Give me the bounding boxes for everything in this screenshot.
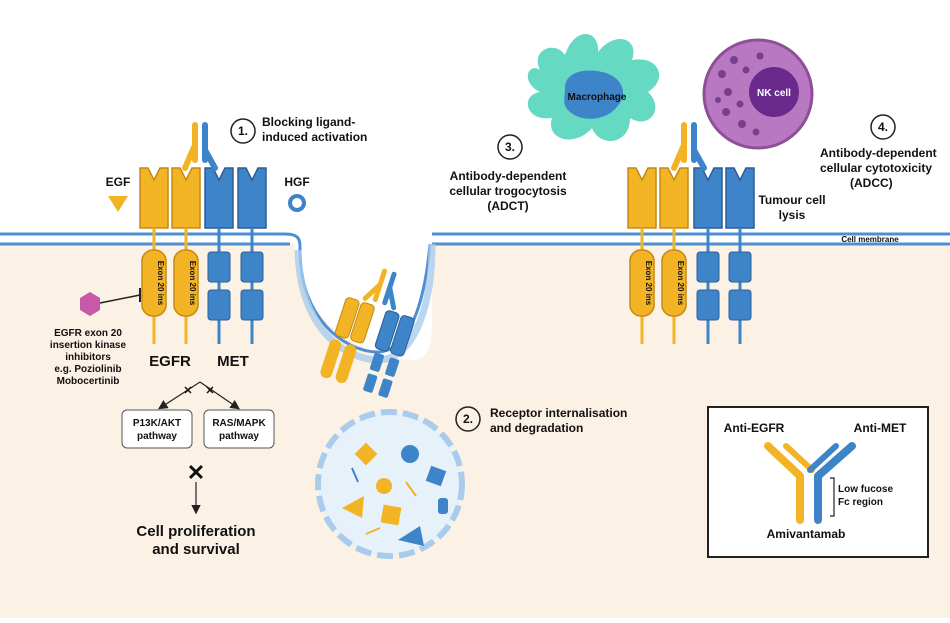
tumour-label-line1: Tumour cell: [758, 193, 825, 207]
legend-fc-line2: Fc region: [838, 497, 883, 508]
step1-label-line2: induced activation: [262, 130, 367, 144]
inhibitor-line4: e.g. Poziolinib: [54, 364, 121, 375]
legend-drug-name: Amivantamab: [767, 527, 846, 541]
met-receptor-left: [204, 167, 267, 344]
exon-label: Exon 20 ins: [156, 261, 165, 306]
step1-number: 1.: [238, 124, 248, 138]
nk-nucleus: [749, 67, 799, 117]
tumour-label-line2: lysis: [779, 208, 806, 222]
step4-number: 4.: [878, 120, 888, 134]
pathway-p2-line1: RAS/MAPK: [212, 418, 266, 429]
pathway-p2-line2: pathway: [219, 431, 259, 442]
egfr-receptor-left: [139, 167, 201, 344]
step3-label-line1: Antibody-dependent: [450, 169, 567, 183]
step2-number: 2.: [463, 412, 473, 426]
inhibitor-icon: [80, 292, 100, 316]
internalised-receptor: [320, 268, 415, 398]
egfr-receptor-right: [627, 167, 689, 344]
inhibitor-line3: inhibitors: [65, 352, 111, 363]
hgf-ligand: [288, 194, 306, 212]
step4-label-line2: cellular cytotoxicity: [820, 161, 932, 175]
macrophage-label: Macrophage: [568, 92, 627, 103]
inhibition-line: [99, 294, 141, 304]
outcome-line1: Cell proliferation: [136, 523, 255, 540]
step4-badge: [870, 114, 896, 140]
cell-membrane: [0, 232, 950, 354]
hgf-label: HGF: [284, 175, 309, 189]
step3-label-line3: (ADCT): [487, 199, 528, 213]
step3-number: 3.: [505, 140, 515, 154]
step2-label-line1: Receptor internalisation: [490, 406, 627, 420]
step4-label-line1: Antibody-dependent: [820, 146, 937, 160]
legend-fc-line1: Low fucose: [838, 484, 893, 495]
legend-anti-met: Anti-MET: [854, 421, 907, 435]
inhibitor-line2: insertion kinase: [50, 340, 127, 351]
cross-icon: ✕: [183, 385, 192, 397]
amivantamab-bound-left: [182, 122, 218, 171]
step3-label-line2: cellular trogocytosis: [449, 184, 567, 198]
egf-ligand: [108, 196, 128, 212]
inhibitor-line5: Mobocertinib: [57, 376, 120, 387]
pathway-p1-line2: pathway: [137, 431, 177, 442]
amivantamab-bound-right: [671, 122, 707, 171]
step2-badge: [455, 406, 481, 432]
step1-badge: [230, 118, 256, 144]
membrane-label: Cell membrane: [841, 235, 899, 244]
egfr-label: EGFR: [149, 353, 191, 370]
nk-granules: [715, 52, 764, 136]
fc-bracket: [830, 477, 835, 517]
cross-icon: ✕: [205, 385, 214, 397]
pathway-arrows: [157, 381, 240, 410]
legend-anti-egfr: Anti-EGFR: [724, 421, 785, 435]
step1-label-line1: Blocking ligand-: [262, 115, 355, 129]
step3-badge: [497, 134, 523, 160]
inhibitor-line1: EGFR exon 20: [54, 328, 122, 339]
step2-label-line2: and degradation: [490, 421, 583, 435]
exon-label: Exon 20 ins: [676, 261, 685, 306]
nk-label: NK cell: [757, 88, 791, 99]
outcome-line2: and survival: [152, 541, 240, 558]
egf-label: EGF: [106, 175, 131, 189]
lysosome: [315, 409, 465, 559]
exon-label: Exon 20 ins: [188, 261, 197, 306]
macrophage-nucleus: [564, 70, 624, 119]
block-cross-icon: ✕: [187, 460, 205, 485]
pathway-box-pi3k: [121, 409, 193, 449]
exon-label: Exon 20 ins: [644, 261, 653, 306]
antibody-icon: [764, 442, 856, 524]
met-label: MET: [217, 353, 249, 370]
pathway-box-ras: [203, 409, 275, 449]
step4-label-line3: (ADCC): [850, 176, 893, 190]
pathway-p1-line1: P13K/AKT: [133, 418, 181, 429]
